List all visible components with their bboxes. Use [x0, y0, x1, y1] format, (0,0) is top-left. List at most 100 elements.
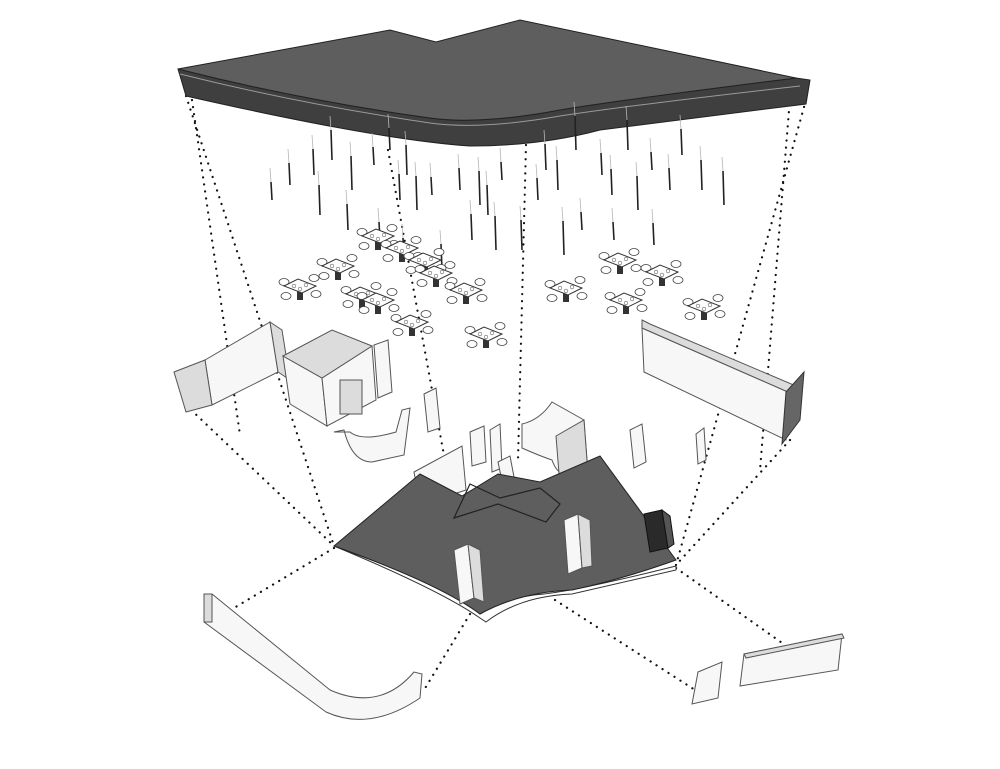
pendant-light	[470, 213, 473, 241]
pendant-cord	[535, 163, 538, 179]
pendant-cord	[414, 161, 417, 177]
pendant-cord	[287, 148, 290, 164]
floor-dark-block-side	[661, 508, 675, 549]
projection-guide-lines	[184, 94, 808, 692]
pendant-cord	[439, 229, 442, 245]
chair	[420, 310, 432, 318]
chair	[634, 288, 646, 296]
pendant-cord	[649, 137, 652, 153]
dining-table-set	[604, 288, 648, 314]
pendant-cord	[667, 153, 670, 169]
pendant-cord	[721, 156, 724, 172]
table-leg	[463, 292, 469, 304]
pendant-cord	[349, 141, 352, 157]
chair	[712, 294, 724, 302]
plate	[381, 232, 387, 238]
plate	[623, 300, 629, 306]
pendant-cord	[401, 223, 404, 239]
plate	[381, 296, 387, 302]
guide-line-wall-left	[184, 403, 336, 548]
pendant-light	[574, 115, 577, 151]
plate	[563, 288, 569, 294]
plate	[415, 318, 421, 324]
chair	[476, 294, 488, 302]
pendant-cord	[579, 197, 582, 213]
chair	[370, 282, 382, 290]
chair	[346, 254, 358, 262]
wall-far-left-end	[173, 359, 213, 413]
plate	[427, 270, 433, 276]
counter-curved	[333, 407, 411, 463]
chair	[318, 272, 330, 280]
plate	[405, 244, 411, 250]
pendant-light	[536, 177, 539, 201]
ceiling-edge-line	[179, 73, 801, 126]
chair	[628, 248, 640, 256]
plate	[617, 297, 623, 303]
guide-line-floor-to-panel-bottom	[422, 612, 472, 692]
pendant-light	[562, 220, 565, 256]
chair	[600, 266, 612, 274]
plate	[463, 290, 469, 296]
wall-far-left-face	[204, 321, 279, 406]
pendant-light	[668, 167, 671, 191]
pendant-light	[652, 222, 655, 246]
guide-line-floor-to-panel-right	[674, 566, 787, 647]
facade-panel-curved-edge	[203, 593, 213, 623]
pendant-light	[430, 176, 433, 196]
plate	[701, 306, 707, 312]
pendant-cord	[555, 145, 558, 161]
table-top	[360, 292, 396, 308]
pendant-cord	[543, 129, 546, 145]
plate	[403, 319, 409, 325]
facade-panel-wide-top	[743, 633, 845, 659]
pendant-cord	[477, 156, 480, 172]
dining-table-set	[544, 276, 588, 302]
floor-column-2-side	[577, 513, 593, 569]
pendant-light	[478, 170, 481, 206]
plate	[439, 269, 445, 275]
pendant-light	[372, 146, 375, 166]
chair	[642, 278, 654, 286]
ceiling-top-face	[177, 19, 797, 121]
chair	[342, 300, 354, 308]
table-top	[686, 298, 722, 314]
chair	[386, 224, 398, 232]
plate	[399, 248, 405, 254]
chair	[348, 270, 360, 278]
guide-line-left-outer	[184, 94, 336, 548]
chair	[416, 279, 428, 287]
pendant-light	[636, 175, 639, 211]
table-leg	[359, 296, 365, 308]
plate	[623, 256, 629, 262]
guide-line-mid-left	[386, 148, 452, 490]
panel-small-center	[423, 387, 441, 433]
pendant-light	[700, 159, 703, 191]
table-top	[394, 314, 430, 330]
panel-right-tiny	[695, 427, 707, 465]
pendant-light	[318, 184, 321, 216]
table-top	[448, 282, 484, 298]
partition-walls	[173, 319, 805, 506]
dining-table-set	[682, 294, 726, 320]
facade-panel-small	[691, 661, 723, 705]
pendant-cord	[573, 101, 576, 117]
table-leg	[409, 324, 415, 336]
chair	[410, 236, 422, 244]
chair	[446, 296, 458, 304]
plate	[489, 330, 495, 336]
pendant-cord	[371, 132, 374, 148]
chair	[310, 290, 322, 298]
floor-top-face	[333, 455, 677, 615]
pendant-cord	[625, 105, 628, 121]
chair	[672, 276, 684, 284]
pendant-cord	[519, 205, 522, 221]
pendant-light	[312, 148, 315, 176]
facade-panels	[203, 593, 845, 720]
pendant-light	[486, 184, 489, 216]
table-leg	[335, 268, 341, 280]
chair	[636, 304, 648, 312]
pendant-light	[612, 221, 615, 241]
chair	[494, 322, 506, 330]
pendant-light	[500, 161, 503, 181]
